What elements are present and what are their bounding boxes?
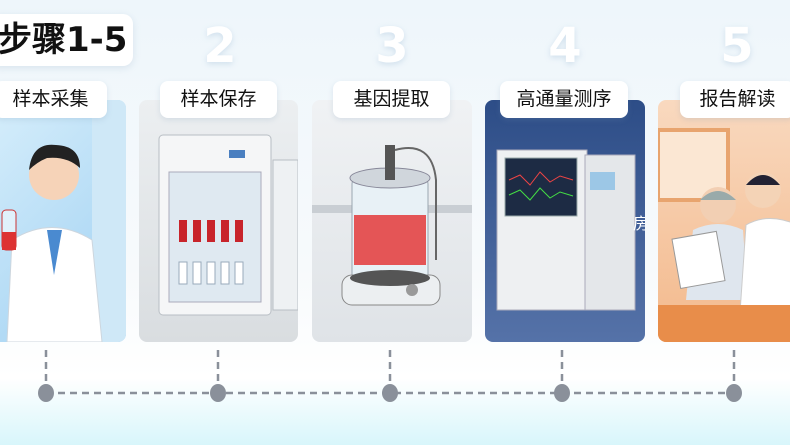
step-label-sequencing: 高通量测序 (500, 81, 628, 118)
step-number-4: 4 (548, 18, 582, 74)
refrigerator-icon (158, 134, 298, 316)
sequencing-illustration: 房 (485, 100, 645, 342)
timeline-connector (38, 350, 742, 402)
sample-collection-illustration (0, 100, 126, 342)
page-title: 步骤1-5 (0, 14, 133, 66)
step-number-3: 3 (375, 18, 409, 74)
doctor-icon (1, 100, 126, 342)
sequencer-icon (496, 149, 636, 311)
report-illustration (658, 100, 790, 342)
step-label-sample-collection: 样本采集 (0, 81, 107, 118)
doctors-reading-report-icon (658, 128, 790, 342)
step-number-2: 2 (203, 18, 237, 74)
timeline-node-5 (726, 384, 742, 402)
extraction-device-icon (312, 145, 472, 306)
timeline-node-1 (38, 384, 54, 402)
timeline-node-2 (210, 384, 226, 402)
sample-storage-illustration (139, 100, 298, 342)
room-sign-text: 房 (633, 214, 645, 233)
timeline-node-4 (554, 384, 570, 402)
step-label-sample-storage: 样本保存 (160, 81, 277, 118)
gene-extraction-illustration (312, 100, 472, 342)
step-number-5: 5 (720, 18, 754, 74)
step-label-report: 报告解读 (680, 81, 790, 118)
step-label-gene-extraction: 基因提取 (333, 81, 450, 118)
timeline-node-3 (382, 384, 398, 402)
